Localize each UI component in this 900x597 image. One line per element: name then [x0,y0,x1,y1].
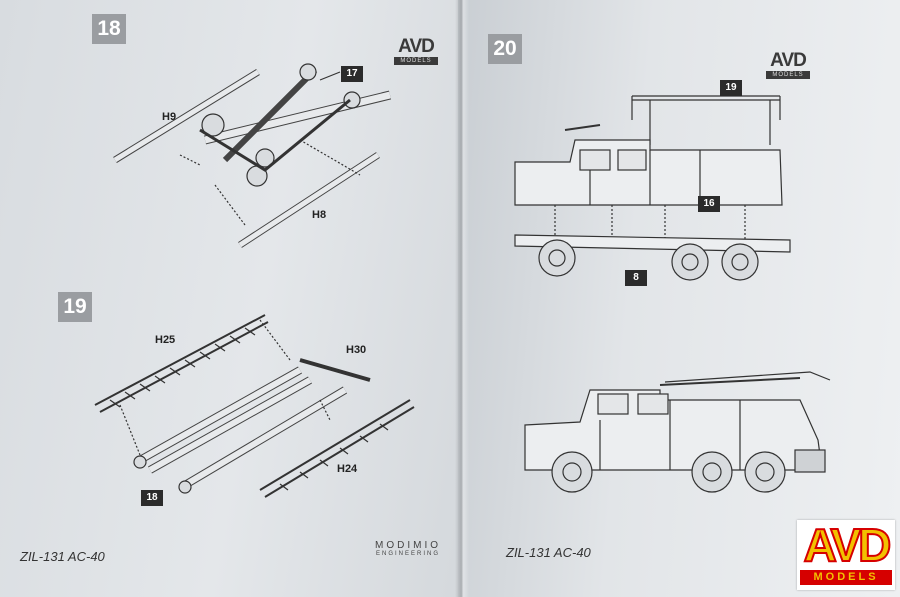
step-number-19: 19 [58,292,92,322]
part-label-h8: H8 [312,209,327,221]
page-crease [455,0,469,597]
part-label-h30: H30 [346,344,367,356]
step-number-20: 20 [488,34,522,64]
step-20-drawing-assembled [524,371,831,493]
avd-logo-right-text: AVD [770,50,807,71]
step-18-drawing [113,63,392,248]
step-19-drawing [94,314,415,498]
part-label-h9: H9 [162,111,177,123]
part-callout-18: 18 [141,490,163,506]
avd-logo-left: AVD MODELS [394,36,438,74]
footer-title-right: ZIL-131 AC-40 [506,545,591,560]
part-label-h24: H24 [337,463,358,475]
part-label-h25: H25 [155,334,176,346]
avd-corner-logo-text: AVD [803,519,893,571]
modimio-engineering-logo: MODIMIO ENGINEERING [366,540,450,557]
avd-logo-right: AVD MODELS [766,50,810,88]
step-number-18: 18 [92,14,126,44]
part-callout-16: 16 [698,196,720,212]
part-callout-8: 8 [625,270,647,286]
avd-corner-logo-subtext: MODELS [800,570,892,585]
avd-logo-right-subtext: MODELS [766,71,810,79]
avd-models-corner-logo: AVD MODELS [797,519,895,590]
footer-title-left: ZIL-131 AC-40 [20,549,105,564]
step-20-drawing-exploded [514,95,791,281]
part-callout-19: 19 [720,80,742,96]
avd-logo-left-text: AVD [398,36,435,57]
modimio-text: MODIMIO [375,540,441,551]
engineering-text: ENGINEERING [375,551,440,557]
part-callout-17: 17 [341,66,363,82]
avd-logo-left-subtext: MODELS [394,57,438,65]
